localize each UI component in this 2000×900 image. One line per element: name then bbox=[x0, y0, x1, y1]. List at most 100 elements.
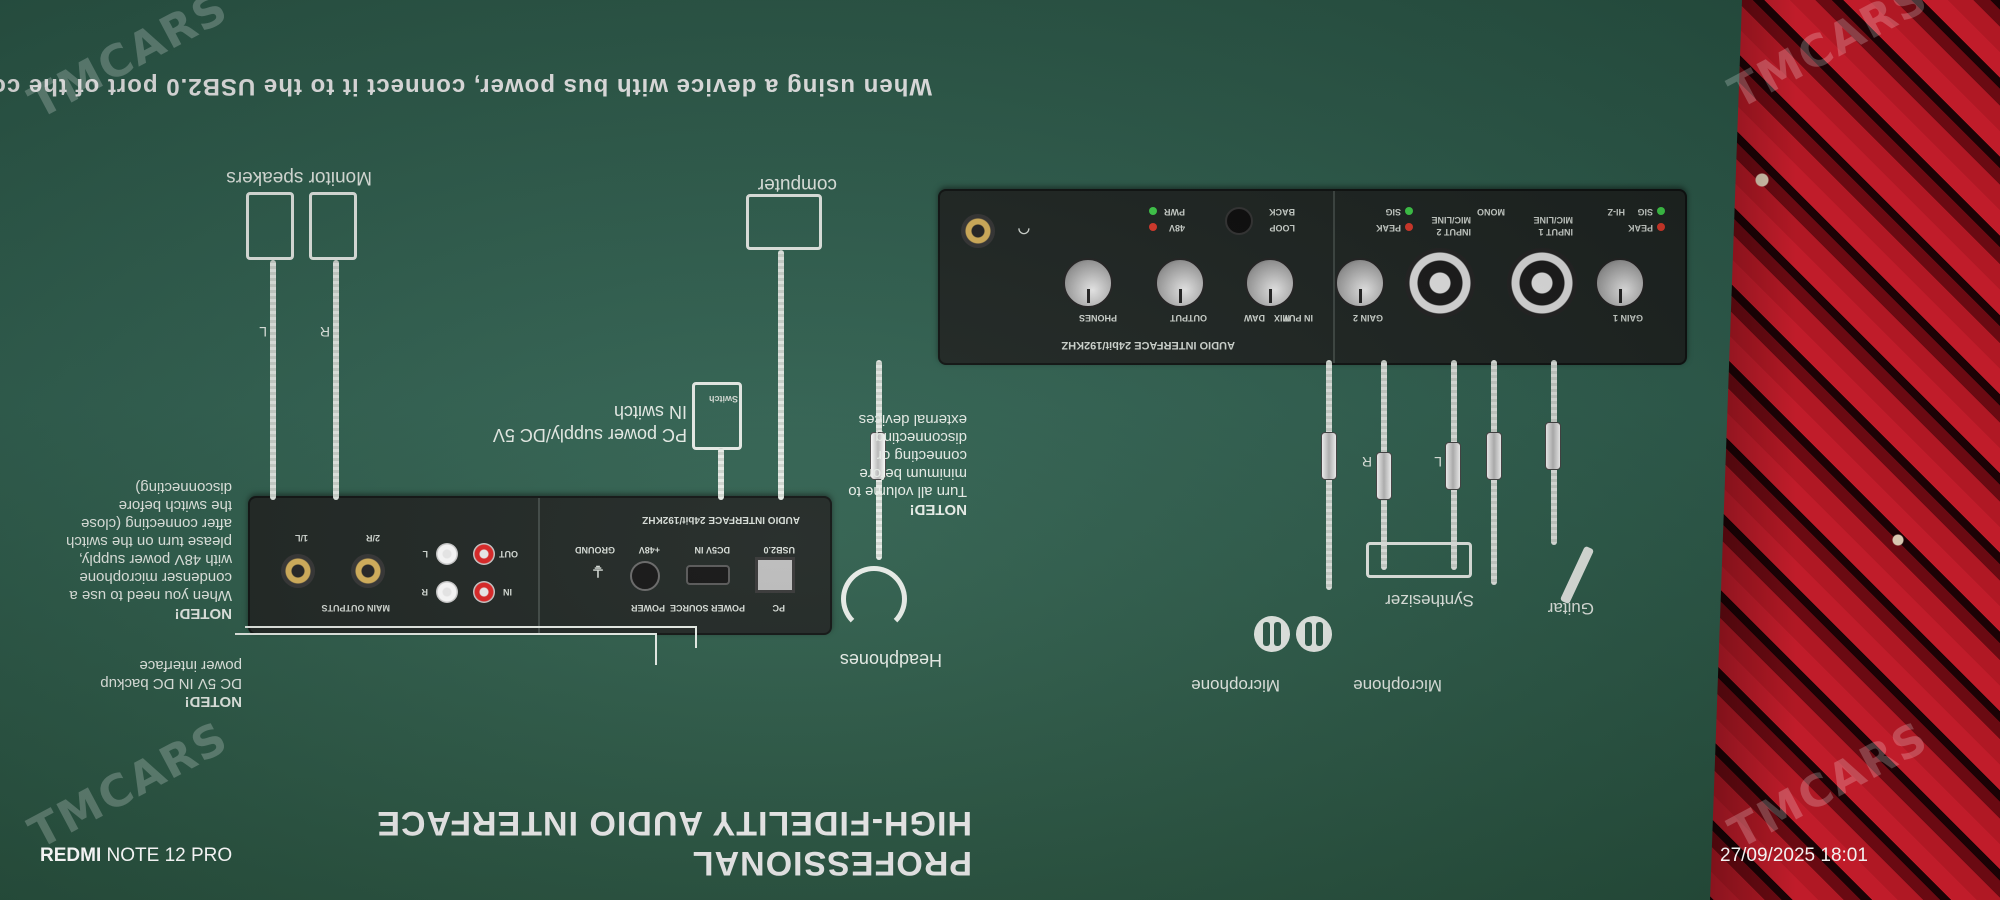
synth-plug-r bbox=[1376, 452, 1392, 500]
input2-combo-jack[interactable] bbox=[1405, 248, 1475, 318]
output-label: OUTPUT bbox=[1170, 313, 1207, 323]
main-out-1l-jack[interactable] bbox=[281, 554, 315, 588]
synth-cable-r bbox=[1381, 360, 1387, 570]
phones-knob[interactable] bbox=[1063, 258, 1113, 308]
sig-label-1: SIG bbox=[1637, 207, 1653, 217]
switch-icon bbox=[692, 382, 742, 450]
mix-knob[interactable] bbox=[1245, 258, 1295, 308]
main-out-1l-label: 1/L bbox=[294, 533, 308, 543]
front-device-name: AUDIO INTERFACE 24bit/192KHZ bbox=[1061, 339, 1235, 351]
main-outputs-label: MAIN OUTPUTS bbox=[321, 603, 391, 613]
dc-note-title: NOTED! bbox=[184, 693, 243, 710]
rca-in-label: IN bbox=[503, 587, 512, 597]
headphone-cable bbox=[876, 360, 882, 560]
headphones-icon bbox=[841, 566, 907, 632]
main-out-2r-label: 2/R bbox=[365, 533, 380, 543]
power-48v-switch[interactable] bbox=[630, 561, 660, 591]
volume-note-line5: external devices bbox=[858, 411, 967, 428]
computer-icon bbox=[746, 194, 822, 250]
rear-panel-device: AUDIO INTERFACE 24bit/192KHZ USB2.0 PC D… bbox=[248, 496, 832, 635]
sig-label-2: SIG bbox=[1385, 207, 1401, 217]
usb-label: USB2.0 bbox=[763, 545, 795, 555]
pc-label: PC bbox=[772, 603, 785, 613]
input1-combo-jack[interactable] bbox=[1507, 248, 1577, 318]
rca-in-l[interactable] bbox=[436, 581, 458, 603]
dc-note-leader bbox=[235, 633, 657, 665]
input1-type-label: MIC/LINE bbox=[1533, 215, 1574, 225]
volume-note-line2: minimum before bbox=[859, 465, 967, 482]
output-knob[interactable] bbox=[1155, 258, 1205, 308]
synth-r-label: R bbox=[1361, 454, 1372, 470]
in-switch-label: IN switch bbox=[613, 402, 687, 422]
switch-label: Switch bbox=[708, 394, 738, 404]
main-out-2r-jack[interactable] bbox=[351, 554, 385, 588]
volume-note-line4: disconnecting bbox=[875, 429, 967, 446]
headphones-label: Headphones bbox=[839, 650, 942, 670]
box-title-line1: PROFESSIONAL bbox=[691, 844, 972, 882]
pwr-led bbox=[1149, 207, 1157, 215]
dc-note-line2: power interface bbox=[139, 657, 242, 674]
guitar-label: Guitar bbox=[1547, 599, 1594, 618]
rca-out-label: OUT bbox=[499, 549, 518, 559]
volume-note-title: NOTED! bbox=[909, 501, 968, 518]
device-divider bbox=[1333, 191, 1335, 363]
mono-label: MONO bbox=[1477, 207, 1505, 217]
rca-l-label: L bbox=[422, 549, 429, 559]
mic-note-line3: with 48V power supply, bbox=[78, 551, 232, 568]
synth-l-label: L bbox=[1434, 454, 1442, 470]
rca-in-r[interactable] bbox=[473, 581, 495, 603]
loopback-button[interactable] bbox=[1225, 207, 1253, 235]
peak-led-2 bbox=[1405, 223, 1413, 231]
loop-label: LOOP bbox=[1269, 223, 1295, 233]
gain1-label: GAIN 1 bbox=[1612, 313, 1643, 323]
camera-brand: REDMI bbox=[40, 845, 102, 866]
daw-label: DAW bbox=[1244, 313, 1265, 323]
synthesizer-label: Synthesizer bbox=[1385, 591, 1474, 610]
speaker-cable-r bbox=[333, 260, 339, 500]
peak-led-1 bbox=[1657, 223, 1665, 231]
mic1-plug bbox=[1486, 432, 1502, 480]
pwr-label: PWR bbox=[1164, 207, 1185, 217]
box-back-panel: PROFESSIONAL HIGH-FIDELITY AUDIO INTERFA… bbox=[0, 0, 1742, 900]
rca-out-r[interactable] bbox=[473, 543, 495, 565]
mic-note-line1: When you need to use a bbox=[69, 587, 232, 604]
guitar-icon bbox=[1559, 545, 1595, 605]
dc5v-label: DC5V IN bbox=[694, 545, 730, 555]
upside-down-print: PROFESSIONAL HIGH-FIDELITY AUDIO INTERFA… bbox=[0, 0, 1742, 900]
speaker-icon-r bbox=[309, 192, 357, 260]
mic-note-leader bbox=[245, 626, 697, 648]
switch-cable bbox=[718, 448, 724, 500]
phones-label: PHONES bbox=[1078, 313, 1117, 323]
guitar-cable bbox=[1551, 360, 1557, 545]
rca-out-l[interactable] bbox=[436, 543, 458, 565]
peak-label-2: PEAK bbox=[1375, 223, 1401, 233]
camera-device-label: REDMI NOTE 12 PRO bbox=[40, 845, 232, 867]
dc5v-port[interactable] bbox=[686, 565, 730, 585]
sig-led-2 bbox=[1405, 207, 1413, 215]
gain2-knob[interactable] bbox=[1335, 258, 1385, 308]
mic1-cable bbox=[1491, 360, 1497, 585]
ground-label: GROUND bbox=[575, 545, 615, 555]
power-source-label: POWER SOURCE bbox=[669, 603, 745, 613]
headphone-plug bbox=[870, 432, 886, 480]
gain1-knob[interactable] bbox=[1595, 258, 1645, 308]
headphone-jack[interactable] bbox=[961, 214, 995, 248]
speaker-r-label: R bbox=[319, 324, 330, 340]
camera-timestamp: 27/09/2025 18:01 bbox=[1720, 845, 1868, 866]
mic-note-line7: disconnecting) bbox=[135, 479, 232, 496]
v48-led bbox=[1149, 223, 1157, 231]
headphone-icon: ◠ bbox=[1017, 222, 1030, 238]
microphone-label-1: Microphone bbox=[1353, 676, 1442, 695]
input2-label: INPUT 2 bbox=[1436, 227, 1471, 237]
volume-note-line3: connecting or bbox=[876, 447, 967, 464]
input2-type-label: MIC/LINE bbox=[1431, 215, 1472, 225]
v48-rear-label: +48V bbox=[638, 545, 660, 555]
computer-label: computer bbox=[757, 174, 837, 195]
rear-divider bbox=[538, 498, 540, 633]
peak-label-1: PEAK bbox=[1627, 223, 1653, 233]
gain2-label: GAIN 2 bbox=[1352, 313, 1383, 323]
usb-port[interactable] bbox=[755, 557, 795, 593]
mic-note-line4: please turn on the switch bbox=[66, 533, 232, 550]
speaker-icon-l bbox=[246, 192, 294, 260]
